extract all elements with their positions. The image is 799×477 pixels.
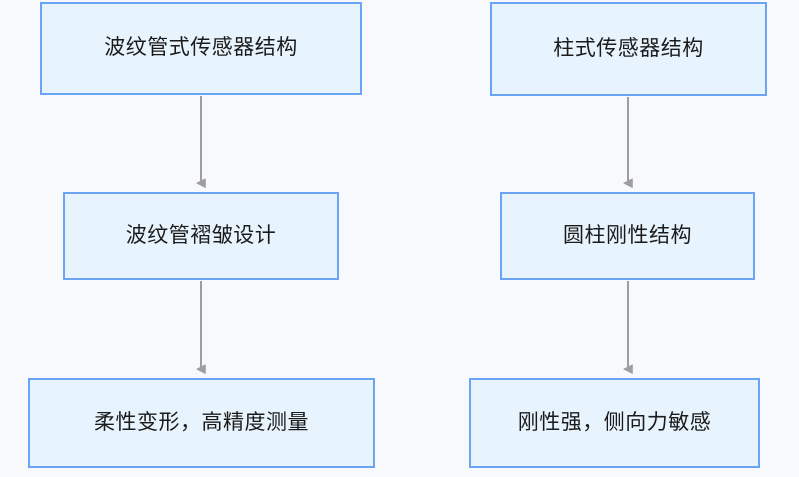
node-label: 柔性变形，高精度测量 [94, 410, 309, 434]
node-label: 波纹管式传感器结构 [104, 36, 298, 60]
node-label: 圆柱刚性结构 [563, 223, 692, 247]
node-bellows-sensor-structure[interactable]: 波纹管式传感器结构 [40, 2, 362, 95]
node-label: 刚性强，侧向力敏感 [517, 410, 712, 434]
node-column-sensor-structure[interactable]: 柱式传感器结构 [490, 2, 767, 96]
node-cylindrical-rigid-structure[interactable]: 圆柱刚性结构 [500, 192, 755, 280]
node-label: 柱式传感器结构 [553, 36, 704, 60]
node-bellows-corrugation-design[interactable]: 波纹管褶皱设计 [63, 192, 339, 280]
node-label: 波纹管褶皱设计 [125, 223, 277, 247]
node-high-rigidity-lateral-force-sensitive[interactable]: 刚性强，侧向力敏感 [469, 378, 760, 468]
node-flexible-deformation-high-precision[interactable]: 柔性变形，高精度测量 [28, 378, 375, 468]
